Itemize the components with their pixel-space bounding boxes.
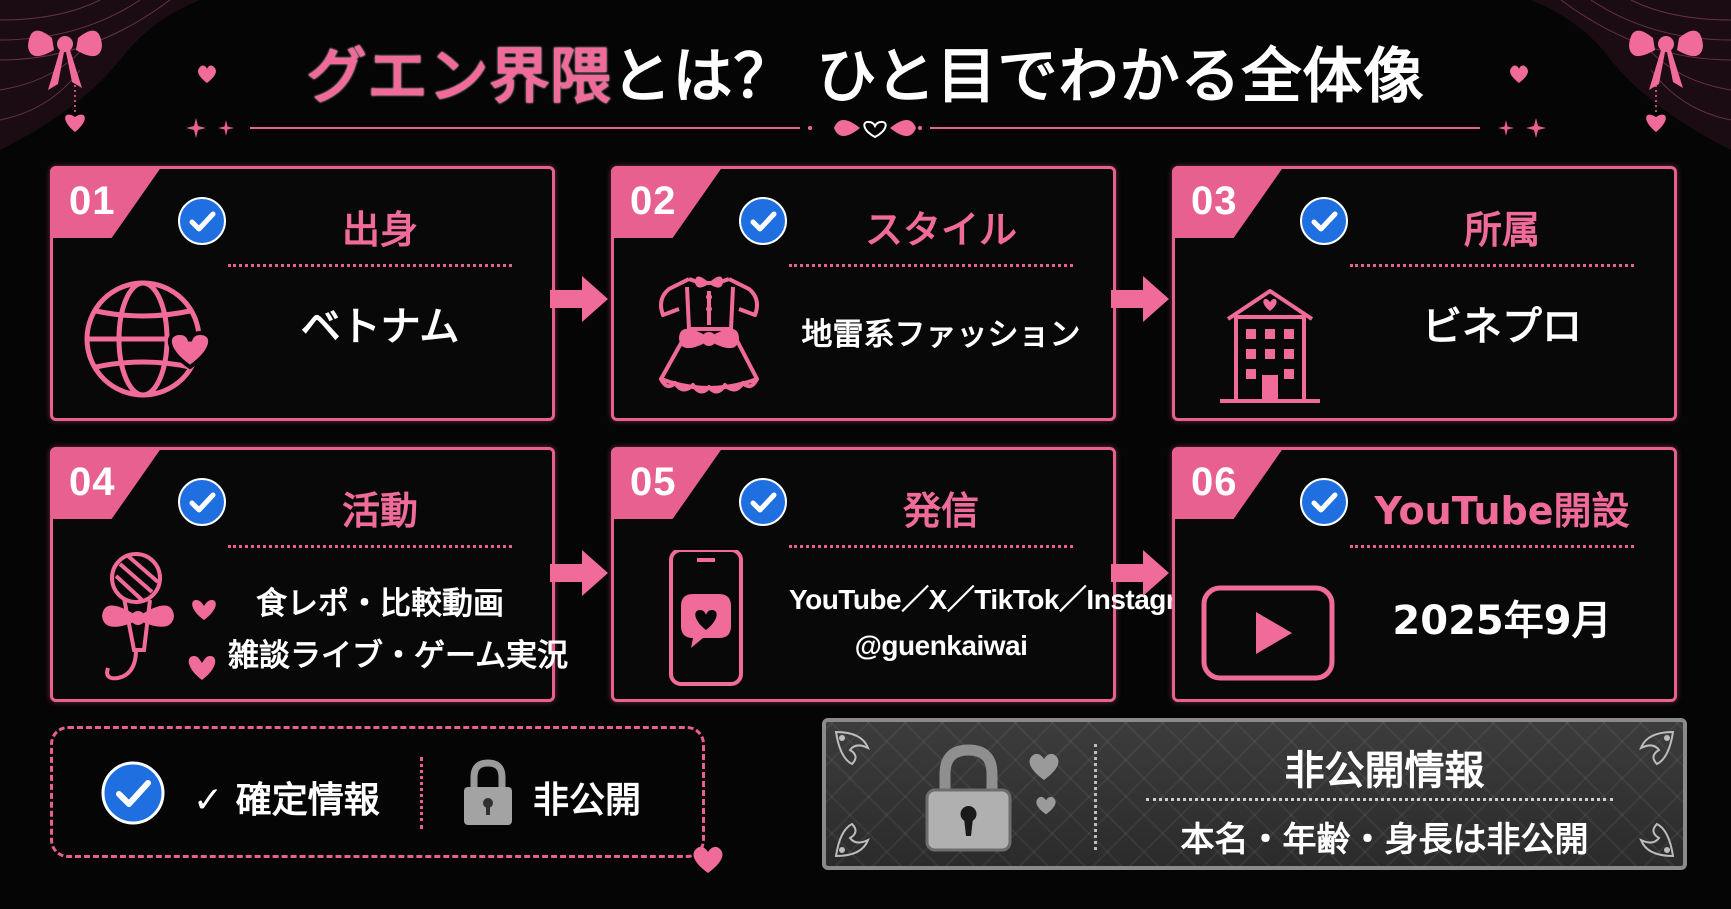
youtube-play-icon bbox=[1201, 585, 1335, 681]
title-divider-with-bow bbox=[250, 120, 1480, 139]
card-number: 06 bbox=[1191, 460, 1238, 504]
card-value-line: @guenkaiwai bbox=[854, 630, 1028, 661]
legend-divider bbox=[420, 757, 423, 829]
scroll-ornament-icon bbox=[1639, 730, 1675, 766]
card-value: ビネプロ bbox=[1422, 304, 1582, 350]
title-highlight: グエン界隈 bbox=[306, 42, 612, 112]
dotted-divider bbox=[789, 264, 1073, 267]
card-number: 05 bbox=[630, 460, 677, 504]
private-info-panel: 非公開情報 本名・年齢・身長は非公開 bbox=[822, 718, 1687, 870]
heart-icon bbox=[693, 846, 723, 873]
card-number: 04 bbox=[69, 460, 116, 504]
verified-check-icon bbox=[739, 197, 787, 245]
padlock-icon bbox=[925, 744, 1012, 852]
panel-divider bbox=[1094, 744, 1097, 850]
card-value-line: YouTube／X／TikTok／Instagram bbox=[789, 584, 1216, 615]
card-number: 02 bbox=[630, 179, 677, 223]
card-value: 2025年9月 bbox=[1392, 598, 1612, 644]
verified-check-icon bbox=[178, 197, 226, 245]
heart-icon bbox=[198, 65, 216, 83]
scroll-ornament-icon bbox=[834, 822, 870, 858]
dotted-divider bbox=[1350, 264, 1634, 267]
scroll-ornament-icon bbox=[1639, 822, 1675, 858]
lace-bow-corner-decoration bbox=[0, 0, 200, 150]
dotted-divider bbox=[1350, 545, 1634, 548]
globe-heart-icon bbox=[84, 280, 212, 398]
card-number: 01 bbox=[69, 179, 116, 223]
verified-check-icon bbox=[1300, 478, 1348, 526]
title-rest: とは？ ひと目でわかる全体像 bbox=[611, 42, 1425, 112]
card-number: 03 bbox=[1191, 179, 1238, 223]
info-card-agency: 03 所属 ビネプロ bbox=[1172, 166, 1677, 421]
private-info-description: 本名・年齢・身長は非公開 bbox=[1180, 820, 1589, 860]
dotted-divider bbox=[228, 264, 512, 267]
info-card-activities: 04 活動 食レポ・比較動画 雑談ライブ・ゲーム実況 bbox=[50, 447, 569, 702]
verified-check-icon bbox=[1300, 197, 1348, 245]
heart-icon bbox=[1036, 796, 1056, 815]
card-value-line: 食レポ・比較動画 bbox=[256, 586, 504, 622]
card-value: 地雷系ファッション bbox=[801, 317, 1081, 353]
legend-confirmed-label: ✓ 確定情報 bbox=[193, 780, 380, 821]
card-label: 出身 bbox=[341, 208, 418, 252]
page-title: グエン界隈とは？ ひと目でわかる全体像 bbox=[0, 28, 1731, 115]
sparkle-icon bbox=[186, 118, 234, 138]
verified-check-icon bbox=[739, 478, 787, 526]
heart-icon bbox=[1510, 65, 1528, 83]
legend-box: ✓ 確定情報 非公開 bbox=[50, 726, 723, 873]
smartphone-heart-icon bbox=[669, 550, 743, 686]
verified-check-icon bbox=[101, 761, 165, 825]
flow-arrow-icon bbox=[550, 276, 608, 322]
card-value: ベトナム bbox=[300, 304, 460, 350]
flow-arrow-icon bbox=[550, 550, 608, 596]
flow-arrow-icon bbox=[1111, 550, 1169, 596]
legend-private-label: 非公開 bbox=[533, 780, 642, 821]
info-card-style: 02 スタイル 地雷系ファッション bbox=[611, 166, 1116, 421]
flow-arrow-icon bbox=[1111, 276, 1169, 322]
card-label: 活動 bbox=[341, 489, 418, 533]
private-info-title: 非公開情報 bbox=[1284, 748, 1485, 794]
microphone-icon bbox=[102, 552, 216, 681]
card-label: 所属 bbox=[1463, 208, 1540, 252]
dotted-divider bbox=[228, 545, 512, 548]
card-value-line: 雑談ライブ・ゲーム実況 bbox=[228, 638, 569, 674]
lace-bow-corner-decoration bbox=[1531, 0, 1731, 150]
sparkle-icon bbox=[1498, 118, 1546, 138]
info-card-origin: 01 出身 ベトナム bbox=[50, 166, 555, 421]
frilly-dress-icon bbox=[659, 276, 759, 394]
heart-icon bbox=[1029, 753, 1059, 780]
info-card-youtube-start: 06 YouTube開設 2025年9月 bbox=[1172, 447, 1677, 702]
card-label: スタイル bbox=[864, 208, 1017, 252]
dotted-divider bbox=[1146, 798, 1613, 801]
lock-icon bbox=[464, 759, 512, 825]
info-card-channels: 05 発信 YouTube／X／TikTok／Instagram @guenka… bbox=[611, 447, 1216, 702]
building-icon bbox=[1220, 289, 1320, 403]
verified-check-icon bbox=[178, 478, 226, 526]
scroll-ornament-icon bbox=[834, 730, 870, 766]
card-label: YouTube開設 bbox=[1374, 489, 1630, 533]
dotted-divider bbox=[789, 545, 1073, 548]
card-label: 発信 bbox=[902, 489, 979, 533]
